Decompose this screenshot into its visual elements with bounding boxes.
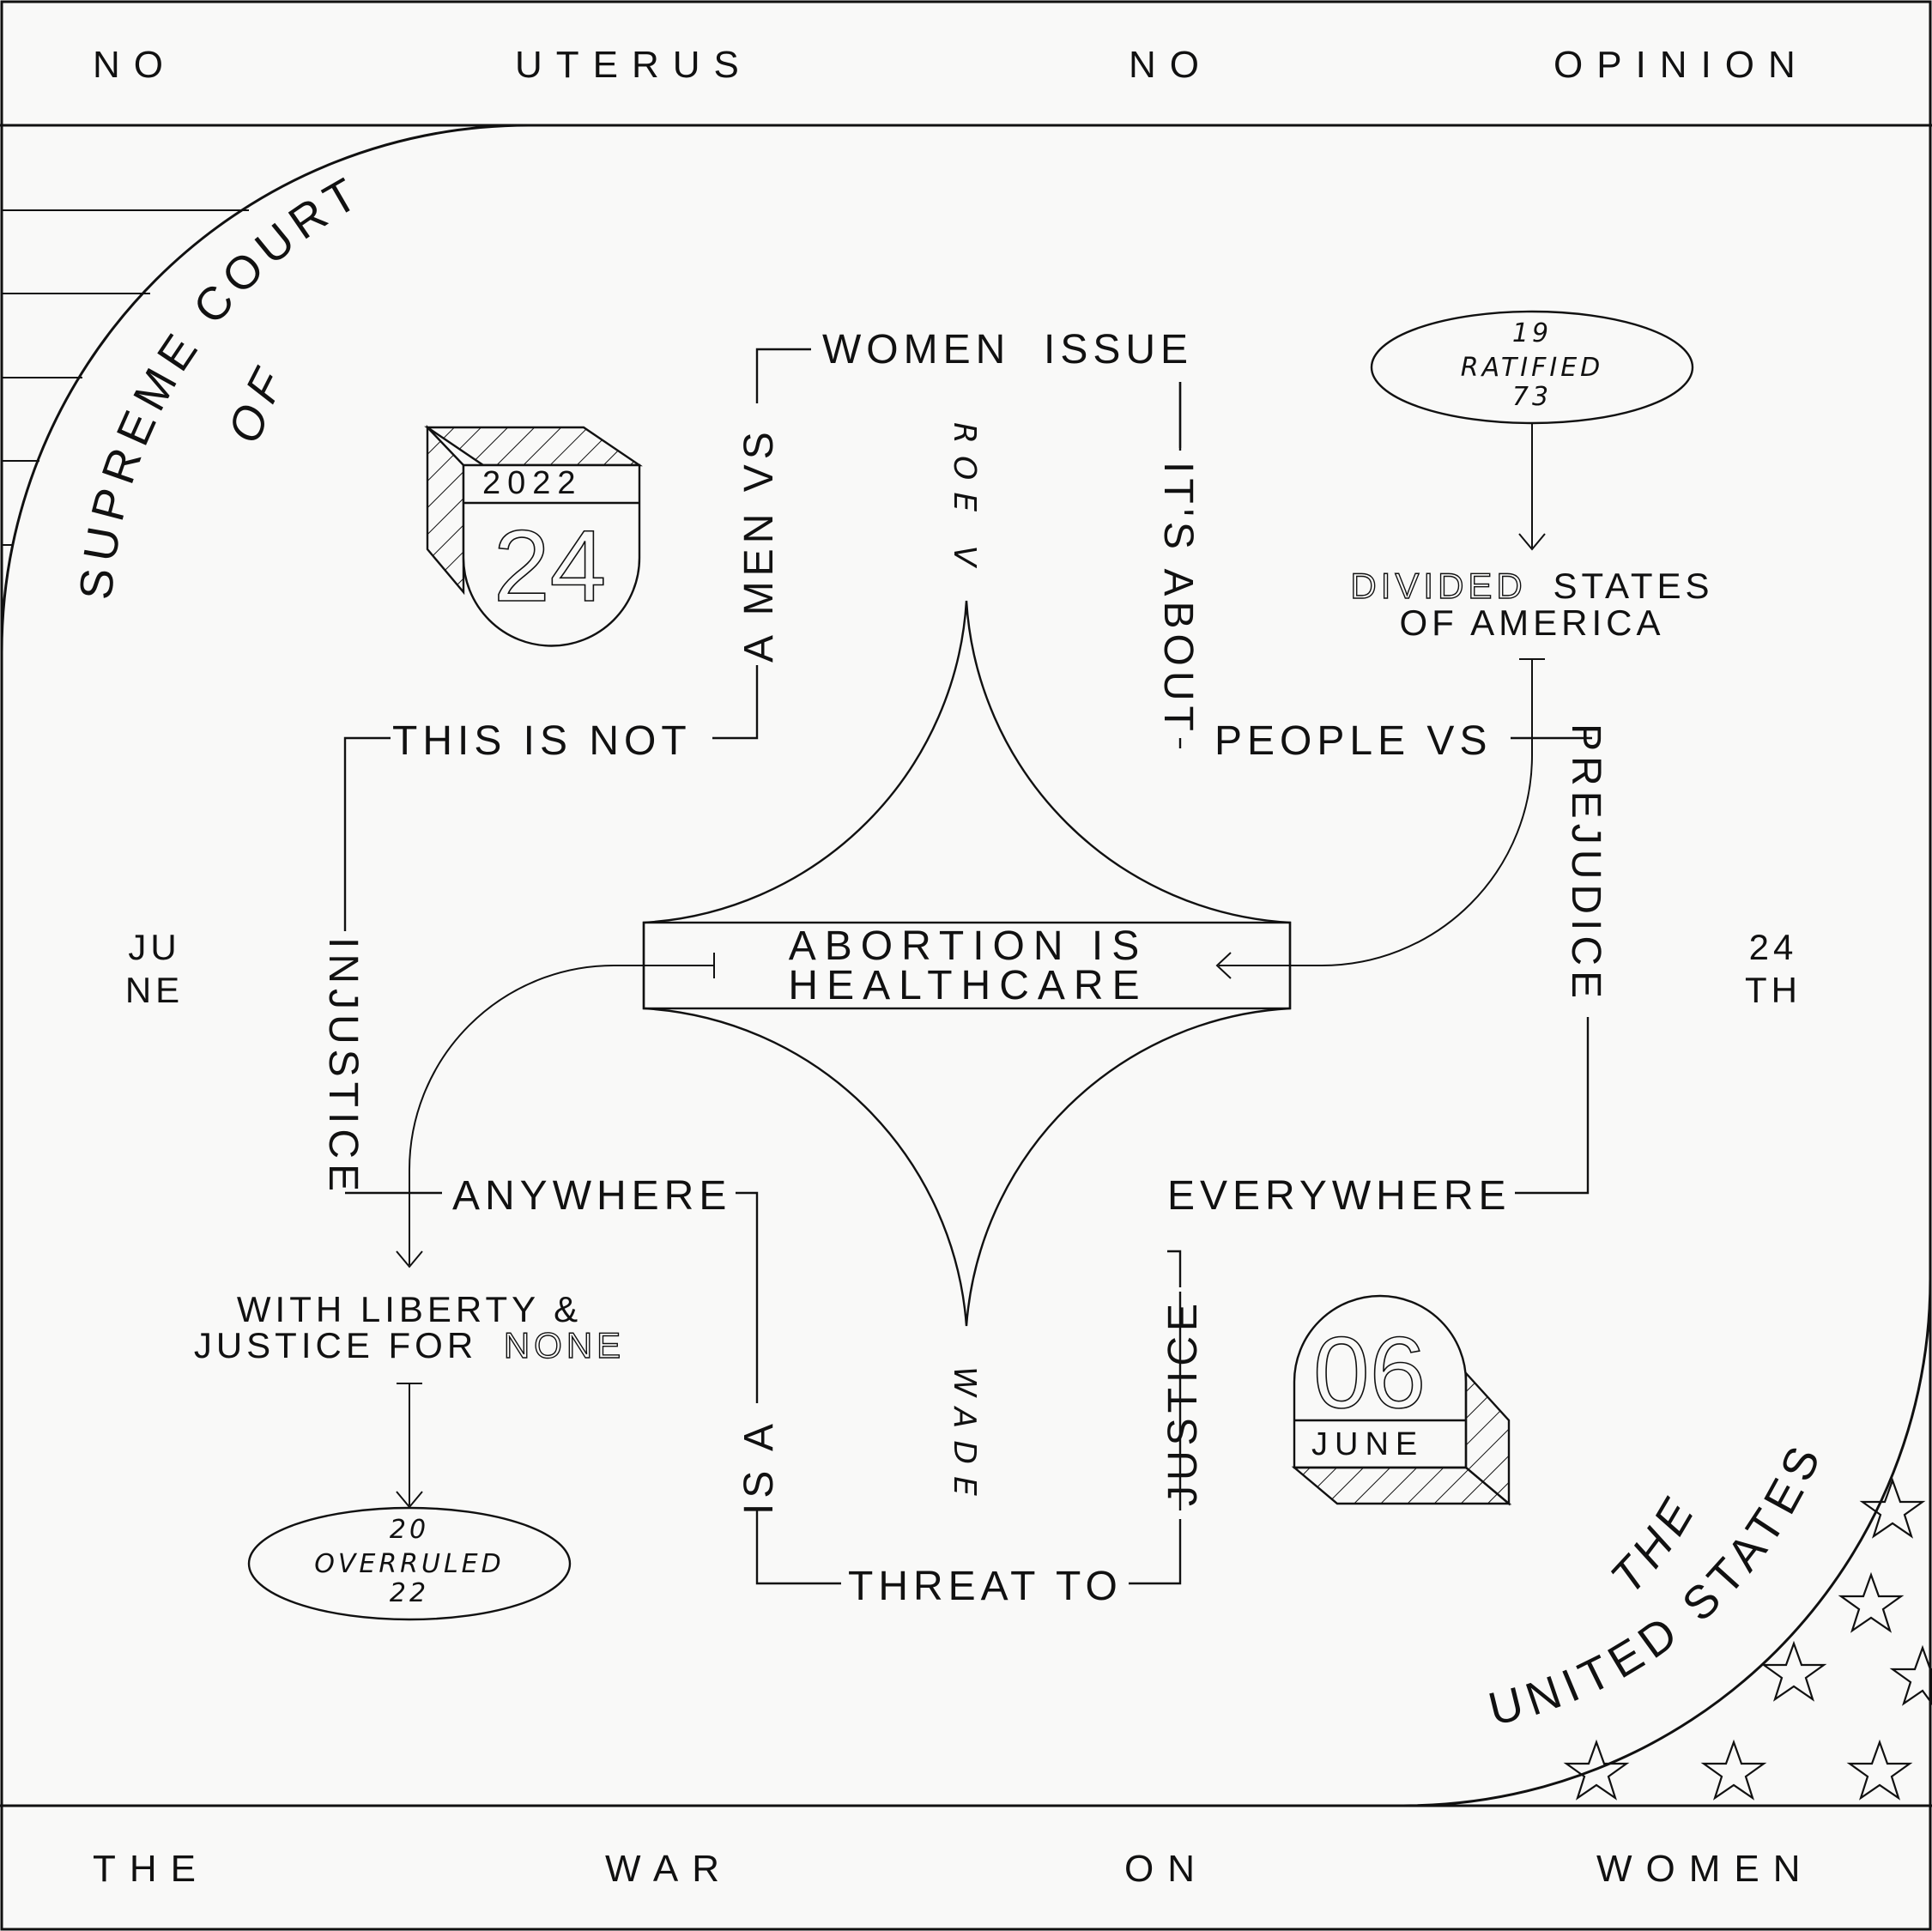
- divided-outlined-word: DIVIDED: [1350, 566, 1526, 606]
- top-band-word-2: UTERUS: [515, 44, 753, 86]
- top-band-word-3: NO: [1129, 44, 1213, 86]
- word-prejudice: PREJUDICE: [1563, 723, 1608, 1003]
- star-icon: [1760, 1640, 1827, 1702]
- badge-june-day: 06: [1313, 1317, 1426, 1430]
- bottom-band-word-4: WOMEN: [1596, 1848, 1814, 1890]
- arrow-people-to-center: [1219, 659, 1533, 966]
- liberty-line2: JUSTICE FOR NONE: [194, 1325, 625, 1365]
- arrow-center-to-liberty: [409, 965, 714, 1265]
- overruled-bottom: 22: [390, 1578, 429, 1608]
- star-icon: [1838, 1571, 1905, 1633]
- top-band-word-4: OPINION: [1553, 44, 1809, 86]
- center-line1: ABORTION IS: [789, 923, 1148, 969]
- star-icon: [1859, 1477, 1926, 1539]
- bottom-band-word-1: THE: [93, 1848, 209, 1890]
- word-is-a: IS A: [736, 1419, 782, 1515]
- badge-2022-day: 24: [494, 510, 606, 623]
- center-star-shape: [642, 600, 1292, 1327]
- star-icon: [1563, 1739, 1630, 1801]
- bottom-band-word-2: WAR: [605, 1848, 733, 1890]
- arrow-head: [1215, 952, 1232, 979]
- ratified-top: 19: [1512, 318, 1552, 348]
- side-right-line2: TH: [1745, 970, 1802, 1010]
- arrow-head: [396, 1491, 423, 1509]
- badge-2022: 2022 24: [424, 425, 643, 647]
- star-icon: [1846, 1739, 1913, 1801]
- ratified-bottom: 73: [1512, 382, 1552, 412]
- flag-stripes: [2, 209, 249, 546]
- ellipse-overruled: 20 OVERRULED 22: [247, 1506, 572, 1621]
- star-icon: [1700, 1739, 1767, 1801]
- word-women-issue: WOMEN ISSUE: [822, 327, 1193, 372]
- liberty-rest: JUSTICE FOR: [194, 1325, 477, 1365]
- main-panel-outline: [0, 124, 1932, 1807]
- word-injustice: INJUSTICE: [320, 937, 366, 1196]
- roe-v-vertical: ROE V: [947, 422, 982, 578]
- center-line2: HEALTHCARE: [788, 963, 1148, 1008]
- divided-line2: OF AMERICA: [1399, 602, 1664, 643]
- arc-text-united-states: UNITED STATES: [1484, 1433, 1833, 1735]
- flag-stars: [1563, 1477, 1932, 1801]
- word-its-about: IT'S ABOUT: [1155, 462, 1201, 736]
- star-icon: [1889, 1644, 1932, 1706]
- arc-text-of: OF: [218, 356, 297, 450]
- divided-line1: DIVIDED STATES: [1350, 566, 1713, 606]
- side-right-line1: 24: [1749, 927, 1798, 967]
- word-a-men-vs: A MEN VS: [736, 427, 782, 663]
- overruled-middle: OVERRULED: [314, 1549, 505, 1579]
- word-justice: JUSTICE: [1160, 1298, 1206, 1506]
- arrow-head: [396, 1250, 423, 1268]
- badge-june: 06 JUNE: [1291, 1294, 1512, 1506]
- wade-vertical: WADE: [947, 1366, 982, 1508]
- word-people-vs: PEOPLE VS: [1214, 718, 1492, 764]
- badge-june-month: JUNE: [1311, 1426, 1424, 1462]
- bottom-band-word-3: ON: [1124, 1848, 1208, 1890]
- arc-text-supreme-court: SUPREME COURT: [70, 166, 372, 602]
- word-threat-to: THREAT TO: [848, 1564, 1123, 1609]
- ellipse-ratified: 19 RATIFIED 73: [1370, 310, 1694, 425]
- divided-rest: STATES: [1553, 566, 1713, 606]
- word-everywhere: EVERYWHERE: [1167, 1173, 1511, 1219]
- word-anywhere: ANYWHERE: [452, 1173, 731, 1219]
- word-path-lines: [343, 348, 1592, 1585]
- liberty-outlined-word: NONE: [504, 1325, 625, 1365]
- arrow-head: [1518, 533, 1546, 551]
- overruled-top: 20: [390, 1515, 429, 1545]
- side-left-line2: NE: [125, 970, 184, 1010]
- ratified-middle: RATIFIED: [1461, 353, 1604, 383]
- liberty-line1: WITH LIBERTY &: [237, 1289, 582, 1329]
- badge-2022-year: 2022: [482, 465, 583, 501]
- word-this-is-not: THIS IS NOT: [392, 718, 692, 764]
- top-band-word-1: NO: [93, 44, 177, 86]
- side-left-line1: JU: [128, 927, 180, 967]
